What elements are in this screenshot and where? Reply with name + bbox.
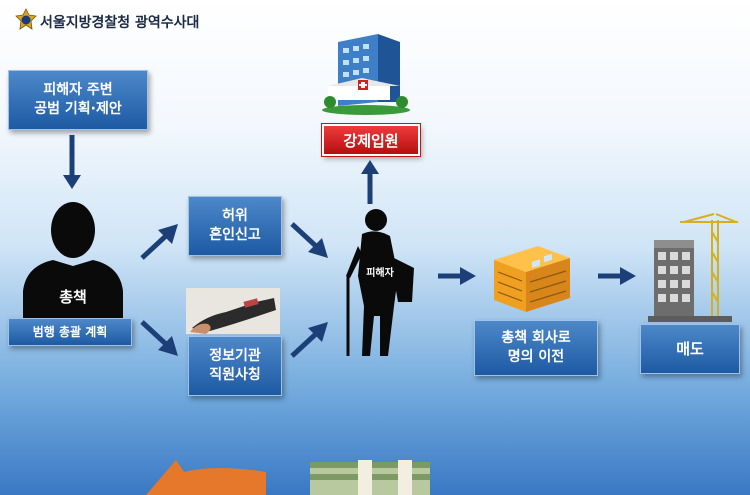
sale-label: 매도 [676,339,704,358]
forced-admission-label: 강제입원 [322,124,420,156]
money-stack-icon [310,460,430,495]
arrow-up-right-icon [140,224,178,260]
mastermind-role-box: 범행 총괄 계획 [8,318,132,346]
company-building-icon [494,246,570,312]
false-marriage-line2: 혼인신고 [209,227,261,243]
plan-box-line2: 공범 기획·제안 [34,101,122,117]
transfer-line2: 명의 이전 [507,349,565,365]
sale-box: 매도 [640,324,740,374]
false-marriage-box: 허위 혼인신고 [188,196,282,256]
victim-label: 피해자 [366,268,394,279]
transfer-line1: 총책 회사로 [501,330,571,347]
id-card-image [186,288,280,334]
transfer-box: 총책 회사로 명의 이전 [474,320,598,376]
arrow-to-victim-bottom-icon [290,322,328,358]
false-marriage-line1: 허위 [222,208,248,225]
construction-building-icon [648,213,738,322]
curved-arrow-icon [146,460,266,495]
plan-box-line1: 피해자 주변 [43,82,113,99]
arrow-right-icon [598,267,636,285]
arrow-right-icon [438,267,476,285]
hospital-building-icon [322,34,410,115]
victim-silhouette-icon [346,209,414,356]
intel-agent-line1: 정보기관 [209,348,261,365]
arrow-up-icon [361,160,379,204]
intel-agent-line2: 직원사칭 [209,367,261,383]
police-badge-icon [15,8,37,30]
forced-admission-text: 강제입원 [343,131,399,150]
intel-agent-box: 정보기관 직원사칭 [188,336,282,396]
org-name: 서울지방경찰청 광역수사대 [40,15,200,31]
arrow-down-icon [63,135,81,189]
mastermind-role: 범행 총괄 계획 [32,324,108,339]
mastermind-name: 총책 [59,288,87,306]
mastermind-silhouette-icon [23,202,123,318]
plan-box: 피해자 주변 공범 기획·제안 [8,70,148,130]
arrow-to-victim-top-icon [290,222,328,258]
arrow-down-right-icon [140,320,178,356]
